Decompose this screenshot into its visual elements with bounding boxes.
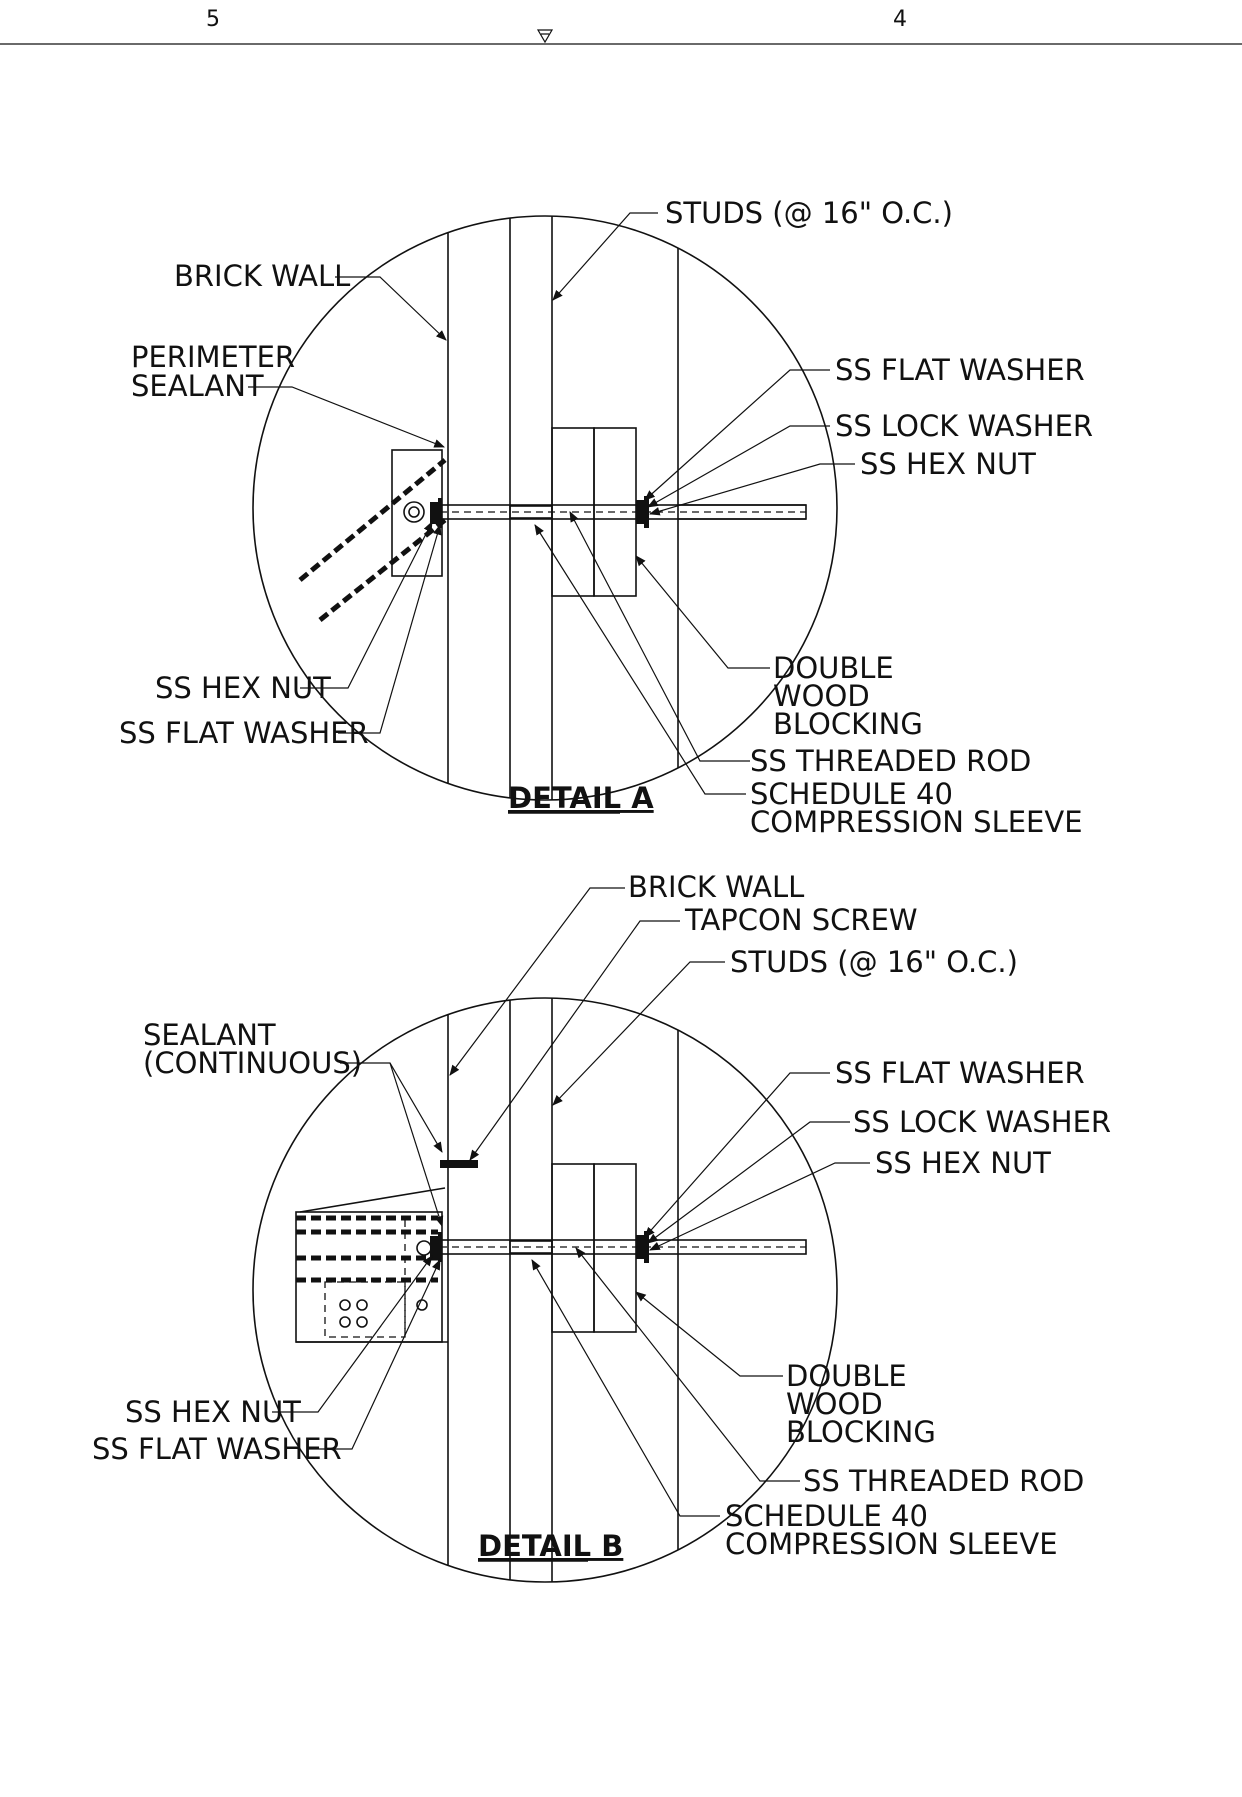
label-brick-wall: BRICK WALL xyxy=(628,870,804,904)
label-brick-wall: BRICK WALL xyxy=(174,259,350,293)
stud-wall-section xyxy=(551,998,679,1582)
section-marker-icon xyxy=(536,29,554,44)
compression-sleeve xyxy=(509,505,553,519)
label-double-wood-line1: DOUBLE xyxy=(786,1359,907,1393)
detail-a-circle xyxy=(252,215,838,801)
label-ss-flat-washer-left: SS FLAT WASHER xyxy=(92,1432,342,1466)
label-perimeter-sealant-line1: PERIMETER xyxy=(131,340,295,374)
label-ss-flat-washer-right: SS FLAT WASHER xyxy=(835,1056,1085,1090)
label-double-wood-line1: DOUBLE xyxy=(773,651,894,685)
ss-hex-nut-right xyxy=(636,500,644,524)
stud-wall-section xyxy=(551,216,679,800)
bolt-head-icon xyxy=(416,1240,432,1256)
brick-wall-section xyxy=(447,216,511,800)
label-ss-hex-nut-right: SS HEX NUT xyxy=(860,447,1036,481)
label-ss-lock-washer: SS LOCK WASHER xyxy=(835,409,1093,443)
label-ss-threaded-rod: SS THREADED ROD xyxy=(803,1464,1084,1498)
label-studs: STUDS (@ 16" O.C.) xyxy=(730,945,1018,979)
label-sealant-line1: SEALANT xyxy=(143,1018,276,1052)
detail-b-title: DETAIL B xyxy=(478,1529,623,1563)
wood-blocking-2 xyxy=(593,1163,637,1333)
diagonal-member-lower xyxy=(318,518,447,622)
label-ss-flat-washer-left: SS FLAT WASHER xyxy=(119,716,369,750)
diagonal-member-upper xyxy=(298,458,447,582)
label-schedule-40-line1: SCHEDULE 40 xyxy=(750,777,953,811)
tapcon-screw xyxy=(440,1160,478,1168)
compression-sleeve xyxy=(509,1240,553,1254)
detail-b: BRICK WALL TAPCON SCREW STUDS (@ 16" O.C… xyxy=(92,870,1111,1583)
ss-washer-left xyxy=(438,1232,442,1262)
bolt-head-icon xyxy=(403,501,425,523)
detail-a: STUDS (@ 16" O.C.) BRICK WALL PERIMETER … xyxy=(119,196,1093,839)
brick-wall-section xyxy=(447,998,511,1582)
ss-hex-nut-left xyxy=(430,502,438,524)
label-schedule-40-line2: COMPRESSION SLEEVE xyxy=(725,1527,1058,1561)
wood-blocking-1 xyxy=(551,1163,595,1333)
bolt-icon xyxy=(356,1316,368,1328)
bolt-icon xyxy=(339,1316,351,1328)
label-double-wood-line2: WOOD xyxy=(786,1387,883,1421)
label-studs: STUDS (@ 16" O.C.) xyxy=(665,196,953,230)
label-double-wood-line3: BLOCKING xyxy=(773,707,923,741)
label-ss-hex-nut-left: SS HEX NUT xyxy=(125,1395,301,1429)
label-ss-hex-nut-right: SS HEX NUT xyxy=(875,1146,1051,1180)
bolt-icon xyxy=(339,1299,351,1311)
ss-washer-left xyxy=(438,498,442,528)
bolt-icon xyxy=(356,1299,368,1311)
ss-hex-nut-left xyxy=(430,1236,438,1258)
detail-a-title: DETAIL A xyxy=(508,781,654,815)
label-tapcon-screw: TAPCON SCREW xyxy=(684,903,918,937)
label-ss-hex-nut-left: SS HEX NUT xyxy=(155,671,331,705)
zone-number-right: 4 xyxy=(893,7,907,32)
label-schedule-40-line2: COMPRESSION SLEEVE xyxy=(750,805,1083,839)
ss-washer-right xyxy=(644,496,649,528)
label-sealant-line2: (CONTINUOUS) xyxy=(143,1046,362,1080)
label-schedule-40-line1: SCHEDULE 40 xyxy=(725,1499,928,1533)
label-double-wood-line2: WOOD xyxy=(773,679,870,713)
detail-b-circle xyxy=(252,997,838,1583)
zone-number-left: 5 xyxy=(206,7,220,32)
label-ss-lock-washer: SS LOCK WASHER xyxy=(853,1105,1111,1139)
label-ss-threaded-rod: SS THREADED ROD xyxy=(750,744,1031,778)
ss-washer-right xyxy=(644,1231,649,1263)
label-ss-flat-washer-right: SS FLAT WASHER xyxy=(835,353,1085,387)
plate-outline xyxy=(324,1281,406,1338)
ss-hex-nut-right xyxy=(636,1235,644,1259)
label-perimeter-sealant-line2: SEALANT xyxy=(131,369,264,403)
label-double-wood-line3: BLOCKING xyxy=(786,1415,936,1449)
